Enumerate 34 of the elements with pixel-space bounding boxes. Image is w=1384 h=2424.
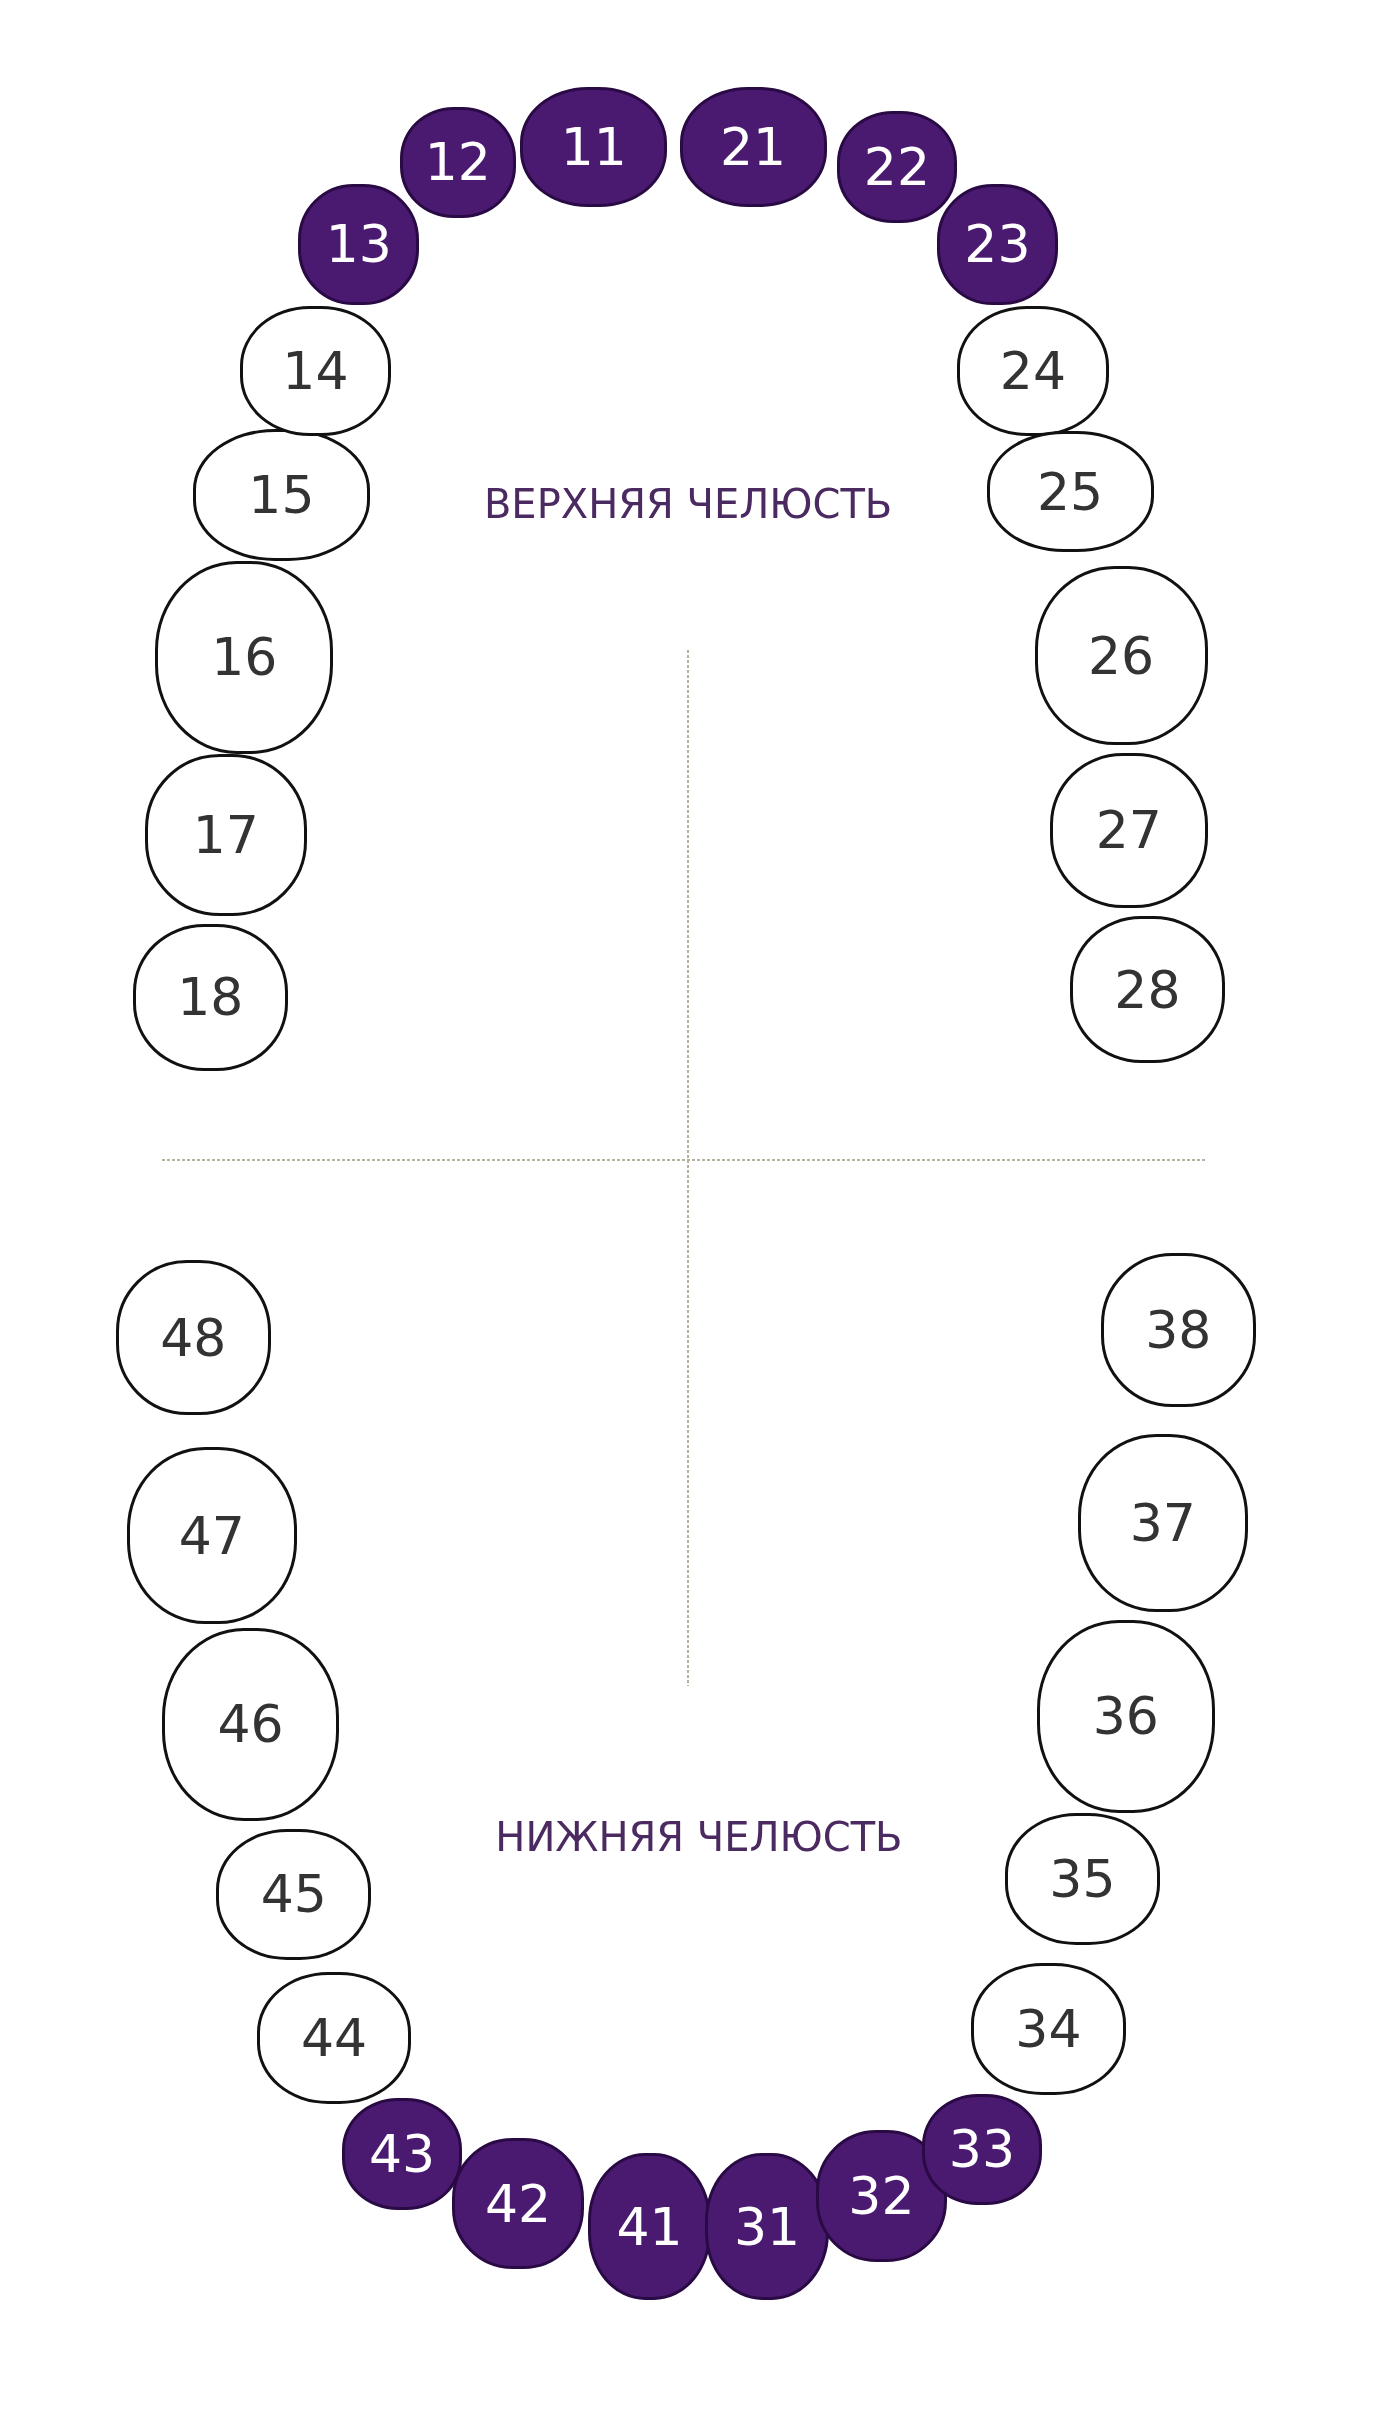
tooth-number: 36	[1092, 1686, 1159, 1747]
tooth-number: 14	[282, 341, 349, 402]
tooth-number: 15	[248, 464, 315, 525]
tooth-number: 43	[368, 2124, 436, 2185]
tooth-number: 21	[720, 116, 787, 177]
tooth-number: 12	[424, 132, 491, 193]
tooth-number: 38	[1145, 1299, 1212, 1360]
tooth-number: 28	[1114, 959, 1181, 1020]
tooth-number: 33	[948, 2119, 1015, 2180]
tooth-number: 23	[964, 214, 1031, 275]
tooth-number: 24	[999, 341, 1067, 402]
tooth-number: 16	[211, 627, 278, 688]
tooth-number: 41	[616, 2196, 683, 2257]
tooth-number: 46	[217, 1694, 284, 1755]
tooth-number: 18	[177, 967, 244, 1028]
tooth-number: 26	[1088, 625, 1155, 686]
tooth-number: 37	[1129, 1493, 1196, 1554]
tooth-number: 25	[1037, 461, 1104, 522]
tooth-number: 48	[160, 1307, 227, 1368]
tooth-number: 27	[1095, 800, 1162, 861]
tooth-number: 17	[192, 805, 259, 865]
tooth-number: 22	[863, 137, 930, 197]
tooth-number: 13	[325, 214, 392, 275]
tooth-number: 45	[260, 1864, 327, 1925]
jaw-label: НИЖНЯЯ ЧЕЛЮСТЬ	[495, 1814, 903, 1861]
tooth-number: 47	[178, 1505, 245, 1566]
tooth-number: 35	[1049, 1848, 1116, 1909]
tooth-number: 32	[848, 2165, 915, 2226]
tooth-number: 11	[560, 116, 627, 177]
tooth-number: 42	[484, 2173, 552, 2234]
jaw-label: ВЕРХНЯЯ ЧЕЛЮСТЬ	[483, 481, 893, 528]
tooth-number: 44	[300, 2008, 368, 2069]
tooth-number: 31	[733, 2196, 801, 2257]
tooth-number: 34	[1015, 1998, 1082, 2059]
